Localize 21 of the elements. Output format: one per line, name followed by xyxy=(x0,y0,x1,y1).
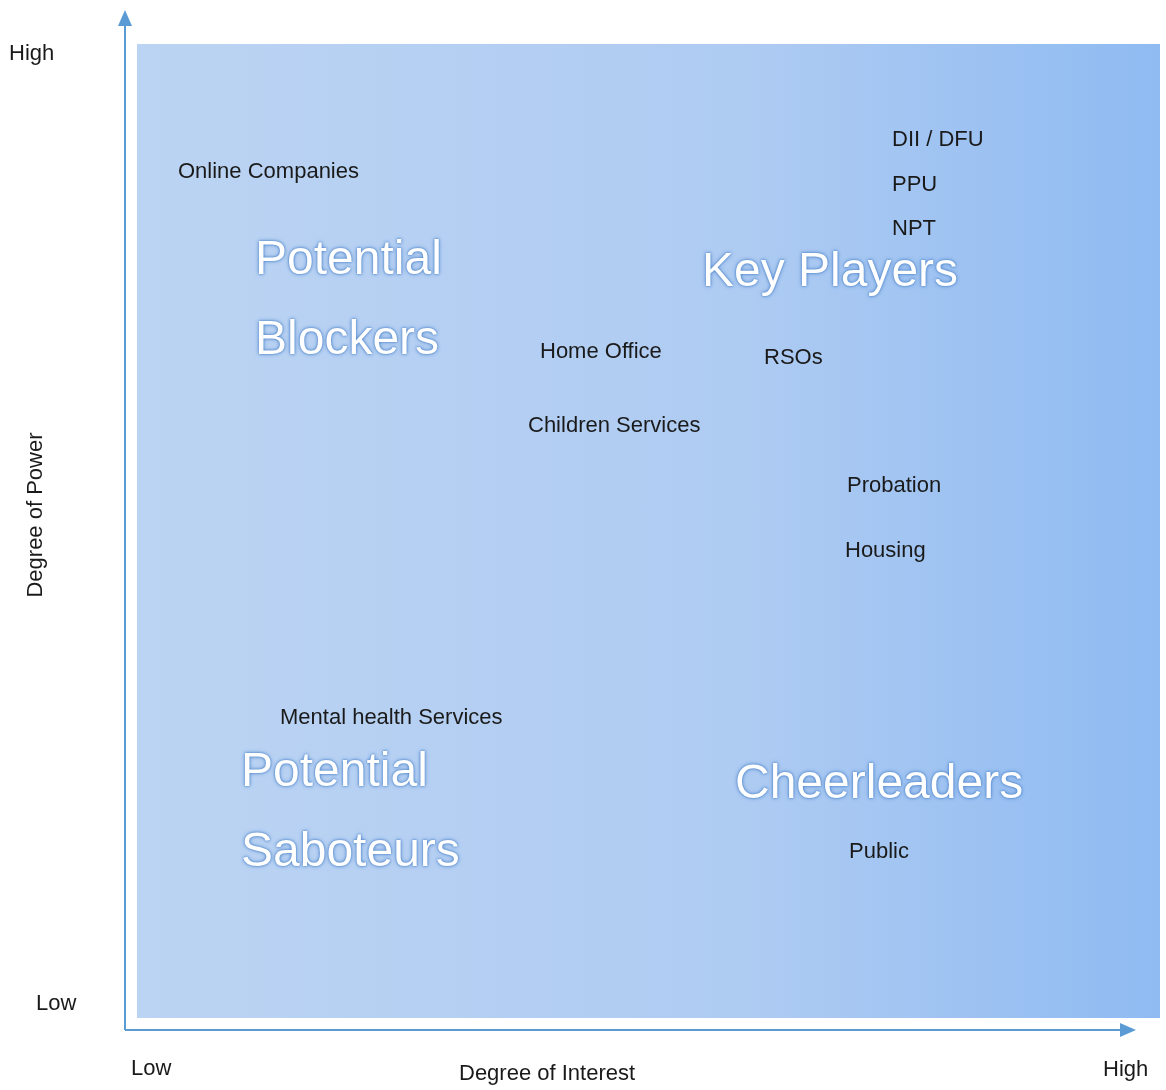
stakeholder-label: Home Office xyxy=(540,338,662,364)
quadrant-title: Key Players xyxy=(702,242,959,298)
axis-title: Degree of Interest xyxy=(459,1060,636,1086)
stakeholder-label: Probation xyxy=(847,472,942,498)
stakeholder-label: DII / DFU xyxy=(892,126,984,152)
quadrant-title: Potential Blockers xyxy=(255,230,443,366)
axis-tick-label: High xyxy=(9,40,55,66)
stakeholder-label: Online Companies xyxy=(178,158,359,184)
axis-tick-label: Low xyxy=(36,990,77,1016)
stakeholder-label: PPU xyxy=(892,171,938,197)
stakeholder-label: Mental health Services xyxy=(280,704,503,730)
stakeholder-label: NPT xyxy=(892,215,936,241)
quadrant-title: Potential Saboteurs xyxy=(241,742,461,878)
stakeholder-label: RSOs xyxy=(764,344,823,370)
axis-tick-label: High xyxy=(1103,1056,1149,1082)
stakeholder-label: Children Services xyxy=(528,412,701,438)
axis-title: Degree of Power xyxy=(22,432,48,598)
stakeholder-label: Housing xyxy=(845,537,926,563)
axis-tick-label: Low xyxy=(131,1055,172,1081)
stakeholder-label: Public xyxy=(849,838,909,864)
quadrant-title: Cheerleaders xyxy=(735,754,1024,810)
